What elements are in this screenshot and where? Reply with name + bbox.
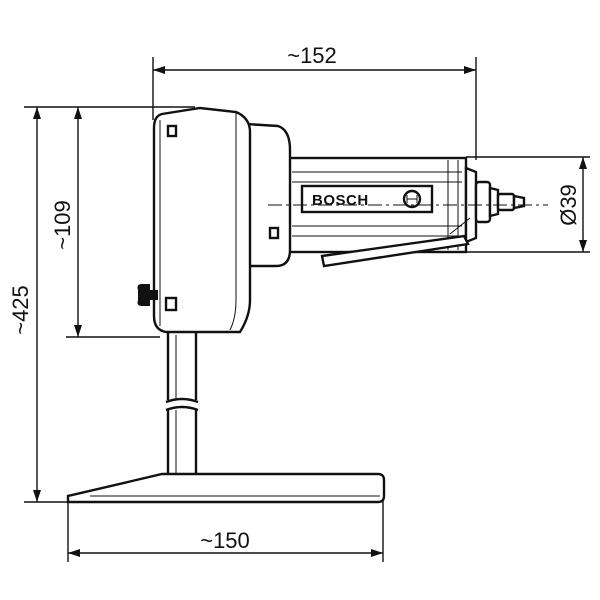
trigger-lever	[320, 217, 471, 268]
screw-top-icon	[166, 124, 178, 138]
brand-logo-icon	[402, 189, 422, 209]
head-neck	[244, 122, 292, 268]
dimension-diameter: Ø39	[466, 156, 590, 253]
base-plate	[66, 472, 386, 504]
dimension-base-width: ~150	[67, 480, 384, 562]
diameter-label: Ø39	[556, 184, 581, 226]
head-height-label: ~109	[50, 200, 75, 250]
screw-neck-icon	[268, 226, 280, 240]
stand-column	[162, 328, 202, 482]
head-housing	[152, 106, 280, 334]
dimension-overall-height: ~425	[8, 106, 195, 503]
brand-label: BOSCH	[312, 192, 369, 209]
dimension-head-height: ~109	[50, 107, 160, 338]
screw-bottom-icon	[164, 296, 178, 312]
overall-height-label: ~425	[8, 285, 33, 335]
overall-width-label: ~152	[287, 43, 337, 68]
adjustment-knob	[137, 284, 158, 306]
base-width-label: ~150	[200, 528, 250, 553]
dimension-overall-width: ~152	[152, 43, 477, 160]
